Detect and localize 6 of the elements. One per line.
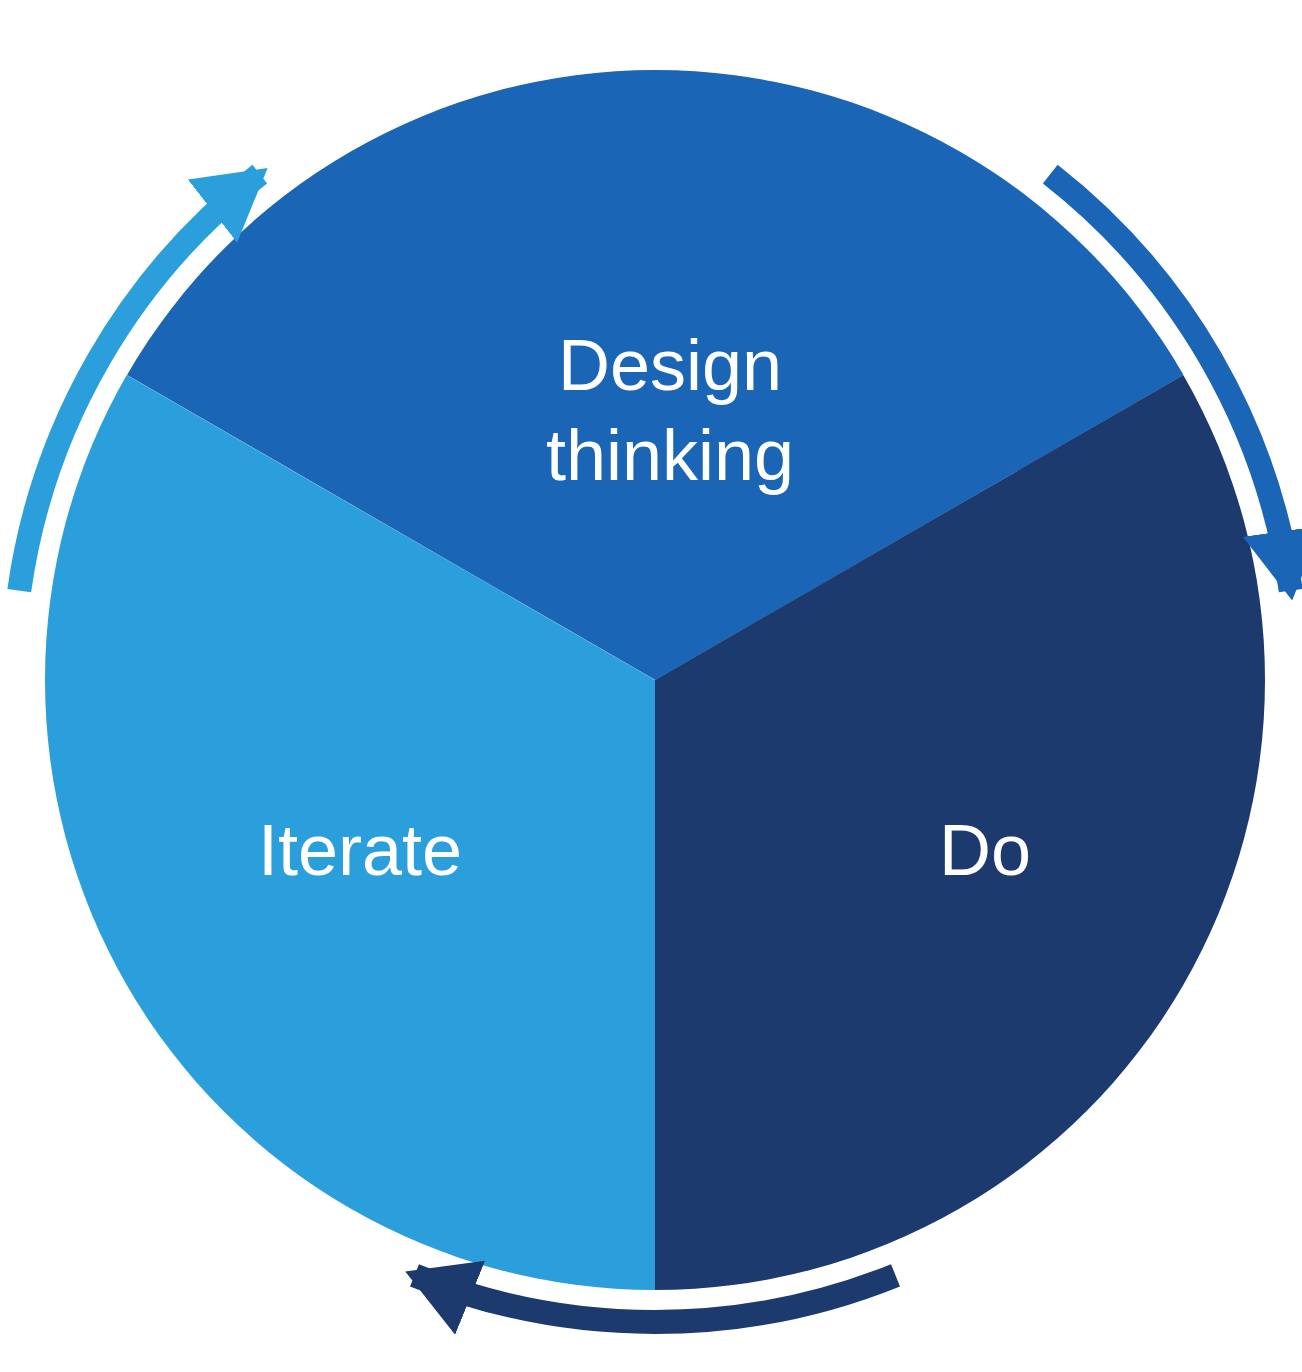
cycle-segment (126, 70, 1184, 680)
curved-arrow (1042, 165, 1302, 601)
segment-label: Iterate (256, 809, 464, 892)
segment-label: Do (937, 809, 1032, 892)
curved-arrow (7, 165, 268, 594)
segment-label: Design thinking (544, 324, 796, 497)
